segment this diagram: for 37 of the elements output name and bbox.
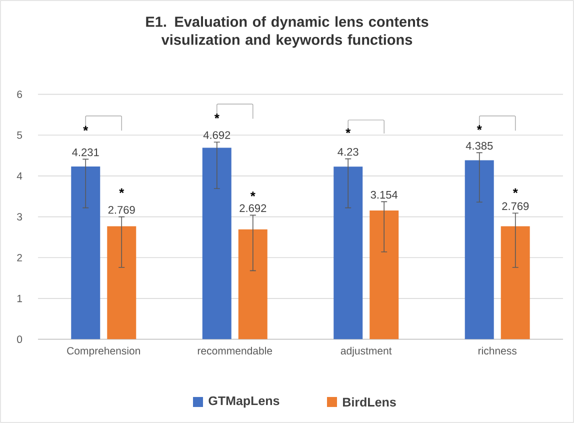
value-label: 4.385: [466, 142, 493, 150]
legend-label: BirdLens: [343, 397, 396, 407]
y-tick-label: 0: [17, 336, 22, 344]
significance-asterisk: *: [476, 125, 482, 130]
bar: [334, 166, 363, 340]
x-tick-label: Comprehension: [67, 346, 140, 357]
value-label: 2.769: [108, 206, 135, 214]
x-tick-label: recommendable: [198, 346, 272, 355]
value-label: 4.231: [72, 148, 99, 156]
value-label: 2.692: [240, 204, 266, 212]
bar: [500, 226, 530, 340]
y-tick-label: 2: [17, 254, 22, 262]
significance-asterisk: *: [119, 188, 124, 194]
bar: [464, 160, 494, 340]
significance-asterisk: *: [250, 192, 256, 196]
y-tick-label: 3: [17, 213, 22, 221]
value-label: 3.154: [370, 190, 398, 199]
bar: [107, 226, 136, 340]
chart-title: E1. Evaluation of dynamic lens contents visulization and keywords functions: [146, 16, 428, 48]
significance-asterisk: *: [214, 114, 220, 118]
value-label: 4.692: [203, 131, 230, 139]
significance-asterisk: *: [83, 126, 88, 131]
bar: [202, 148, 232, 340]
y-tick-label: 5: [17, 131, 22, 139]
significance-asterisk: *: [512, 188, 518, 194]
bar: [71, 166, 100, 340]
x-tick-label: richness: [478, 346, 517, 355]
y-tick-label: 1: [17, 294, 22, 302]
y-tick-label: 4: [16, 172, 22, 180]
bar: [238, 229, 268, 340]
legend-label: GTMapLens: [208, 396, 280, 408]
value-label: 2.769: [502, 202, 529, 210]
x-tick-label: adjustment: [340, 346, 392, 357]
significance-asterisk: *: [346, 128, 351, 134]
bar: [370, 210, 399, 340]
y-tick-label: 6: [17, 90, 22, 98]
value-label: 4.23: [338, 148, 358, 156]
